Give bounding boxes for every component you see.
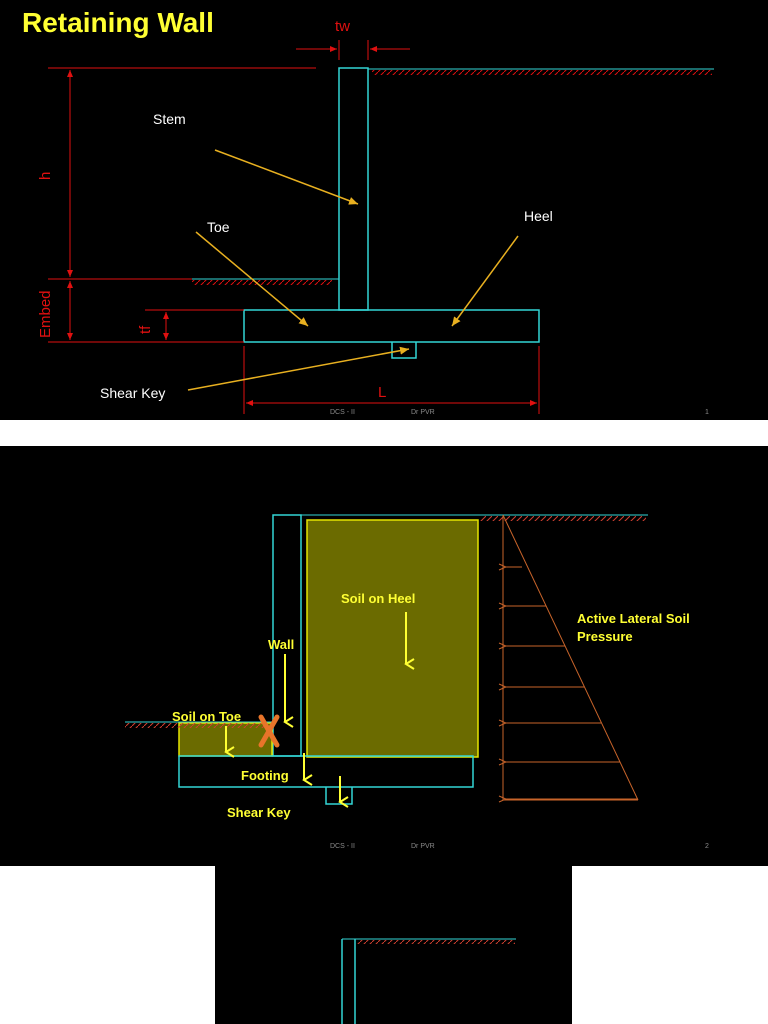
label-L: L bbox=[378, 384, 386, 401]
slide-1: Retaining Wall tw h bbox=[0, 0, 768, 420]
label-stem: Stem bbox=[153, 111, 186, 127]
label-soil-on-toe: Soil on Toe bbox=[172, 709, 241, 724]
soil-on-heel-block bbox=[306, 519, 479, 758]
label-footing: Footing bbox=[241, 768, 289, 783]
label-shear-key-2: Shear Key bbox=[227, 805, 291, 820]
pointer-toe bbox=[195, 231, 309, 327]
slide-1-background bbox=[0, 0, 768, 420]
cross-mark-icon bbox=[258, 714, 280, 748]
label-heel: Heel bbox=[524, 208, 553, 224]
footer-author-2: Dr PVR bbox=[411, 843, 435, 850]
label-shear-key: Shear Key bbox=[100, 385, 165, 401]
dimension-tw: tw bbox=[296, 18, 410, 60]
footer-course-2: DCS - II bbox=[330, 843, 355, 850]
label-embed: Embed bbox=[37, 290, 54, 338]
label-active-pressure-1: Active Lateral Soil bbox=[577, 611, 690, 626]
dimension-h: h bbox=[37, 67, 316, 280]
label-tw: tw bbox=[335, 18, 350, 35]
ground-hatch-front bbox=[192, 280, 332, 285]
dimension-tf: tf bbox=[137, 309, 244, 340]
shear-key bbox=[391, 342, 417, 359]
label-toe: Toe bbox=[207, 219, 230, 235]
pointer-shear-key bbox=[187, 346, 410, 391]
footer-course-1: DCS - II bbox=[330, 409, 355, 416]
ground-hatch-back-3 bbox=[357, 940, 515, 944]
ground-hatch-back bbox=[372, 70, 712, 75]
label-wall: Wall bbox=[268, 637, 294, 652]
label-soil-on-heel: Soil on Heel bbox=[341, 591, 415, 606]
dimension-embed: Embed bbox=[37, 281, 244, 343]
pointer-stem bbox=[214, 149, 359, 205]
label-active-pressure-2: Pressure bbox=[577, 629, 633, 644]
label-tf: tf bbox=[137, 325, 154, 334]
ground-hatch-back-2 bbox=[480, 516, 646, 521]
footer-page-1: 1 bbox=[705, 409, 709, 416]
slide-3-background bbox=[215, 866, 572, 1024]
pointer-heel bbox=[451, 235, 519, 327]
footer-author-1: Dr PVR bbox=[411, 409, 435, 416]
footer-page-2: 2 bbox=[705, 843, 709, 850]
active-pressure-diagram bbox=[503, 514, 639, 800]
ground-hatch-front-2 bbox=[125, 723, 270, 728]
label-h: h bbox=[37, 172, 54, 180]
slide-2: Soil on Heel Active Lateral Soil Pressur… bbox=[0, 446, 768, 866]
slide-title: Retaining Wall bbox=[22, 7, 214, 38]
slide-3-partial bbox=[215, 866, 572, 1024]
